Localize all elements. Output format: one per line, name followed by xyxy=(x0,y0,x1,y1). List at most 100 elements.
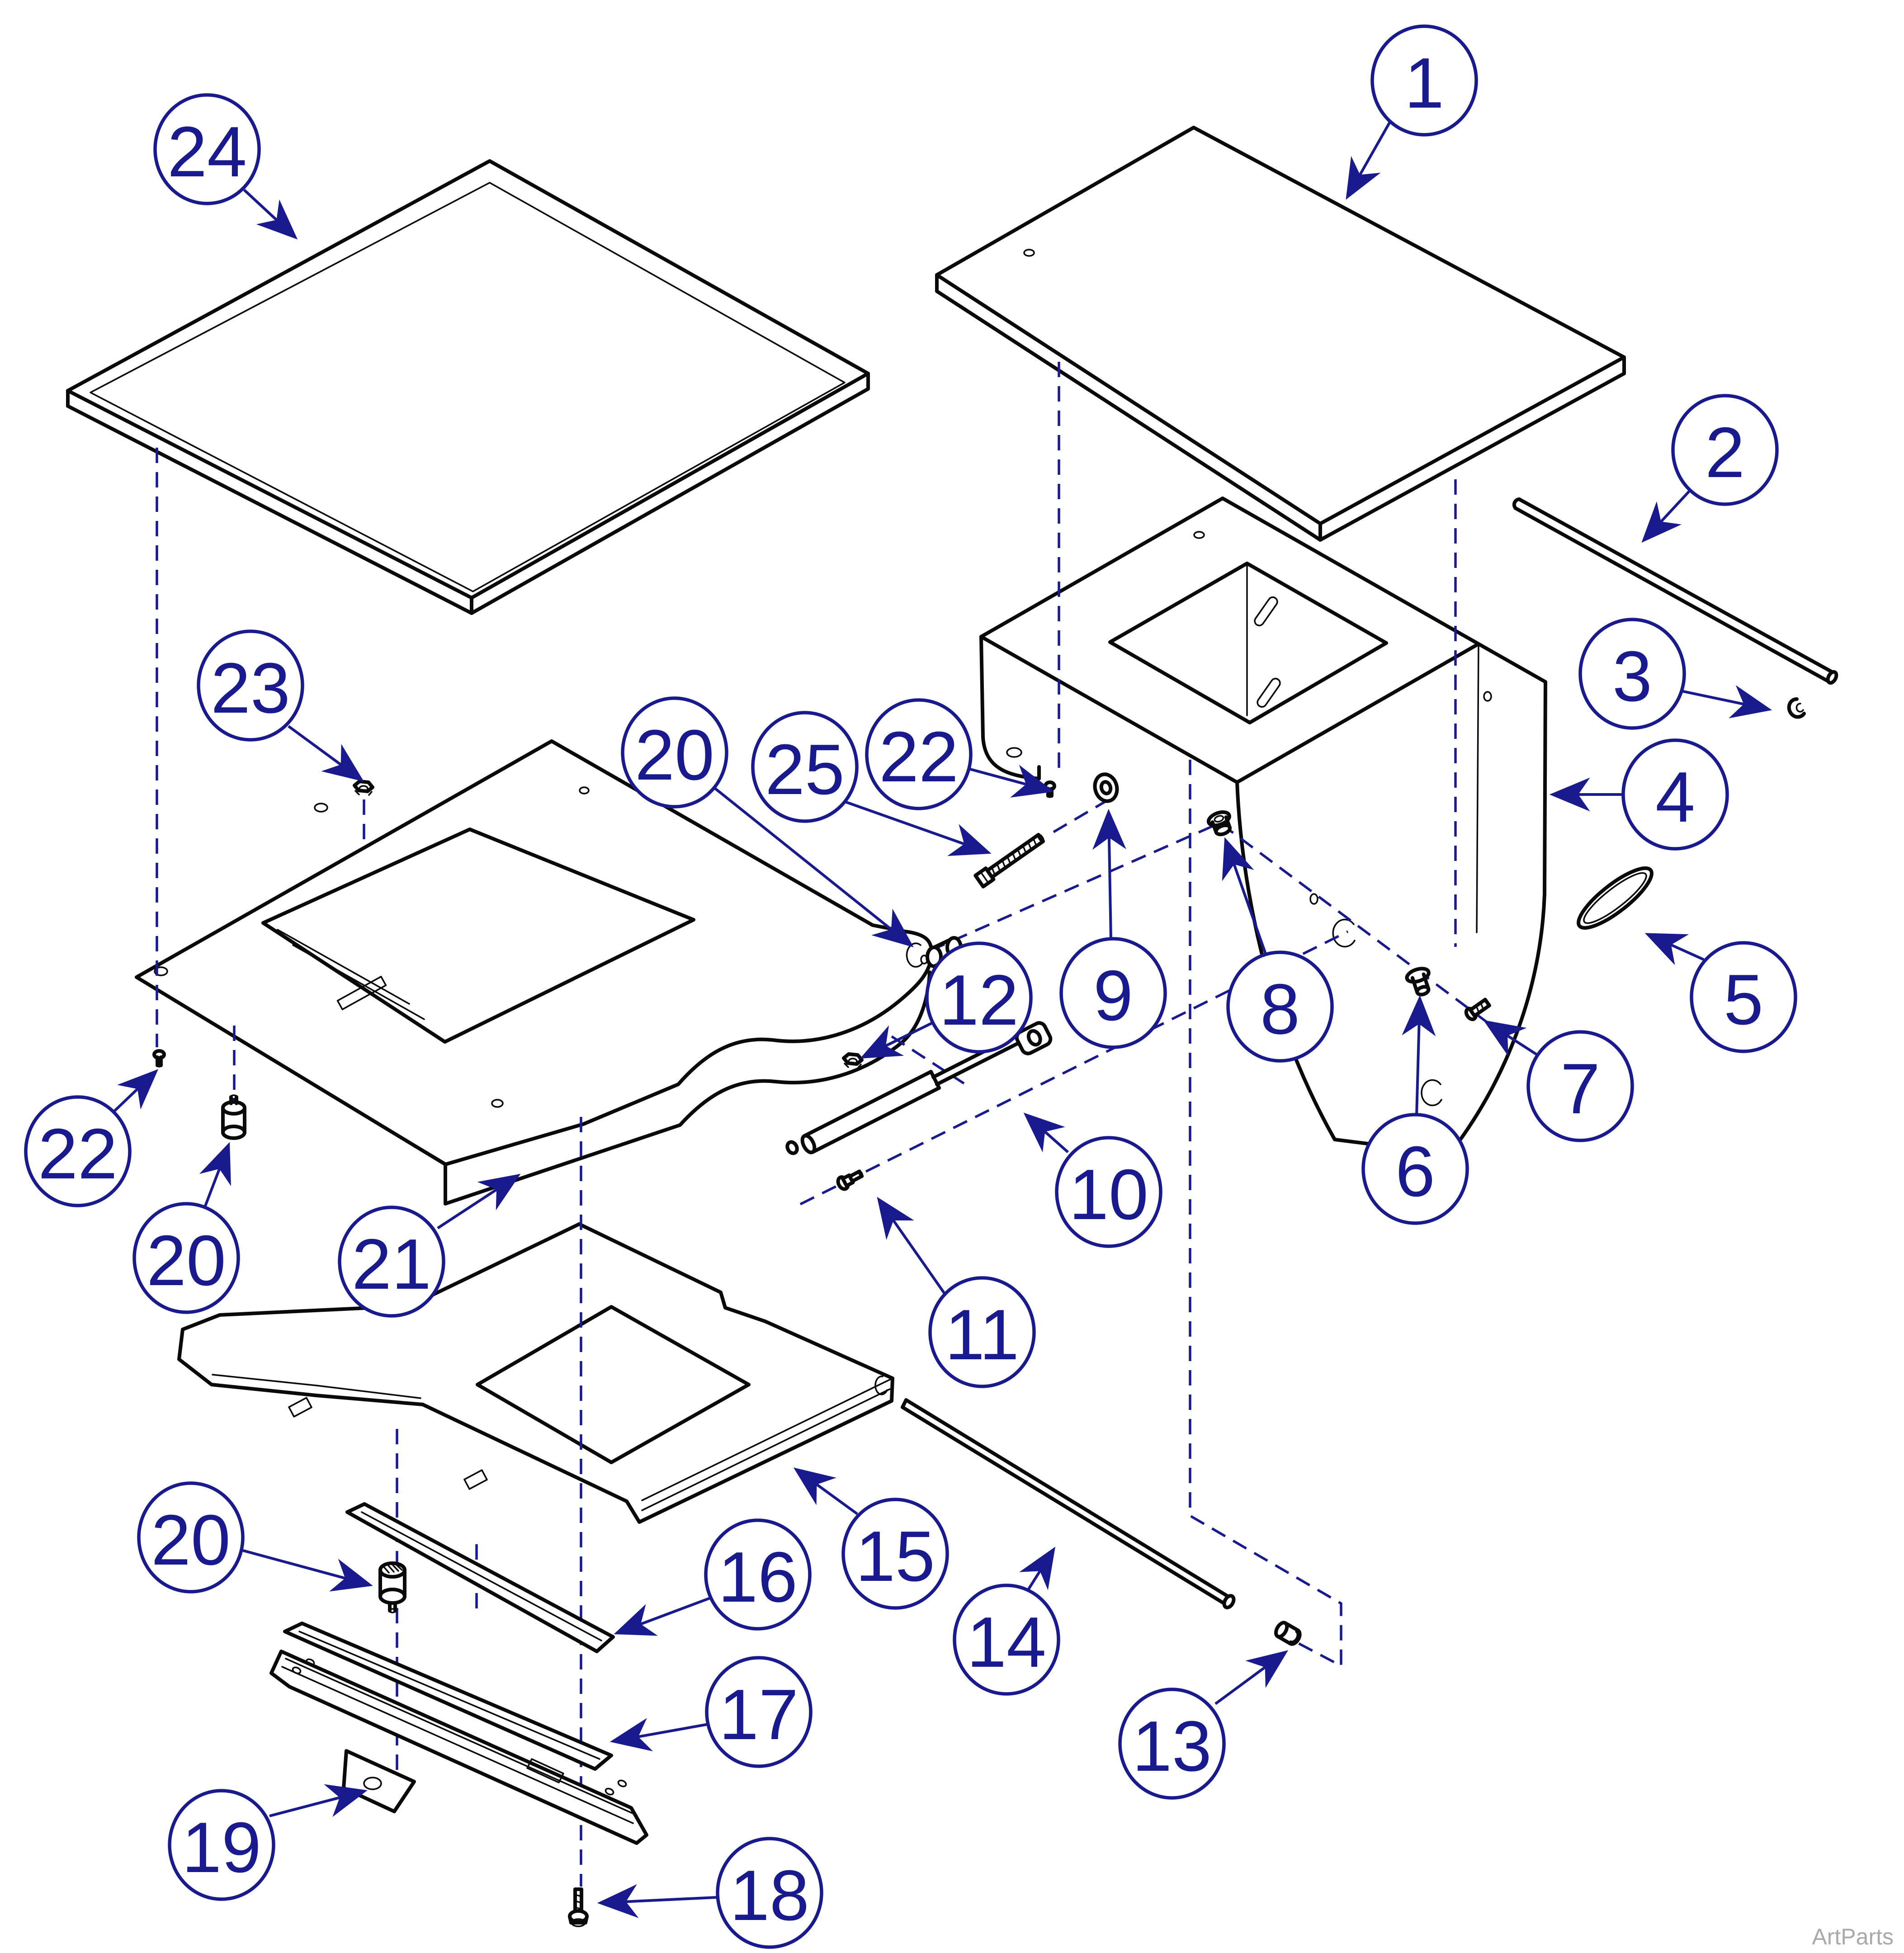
callout-12: 12 xyxy=(860,941,1033,1059)
callout-number: 22 xyxy=(38,1114,118,1194)
callout-21: 21 xyxy=(338,1173,521,1318)
callout-bubble xyxy=(338,1206,445,1318)
callout-number: 2 xyxy=(1705,413,1745,492)
callout-number: 24 xyxy=(167,112,247,192)
callout-bubble xyxy=(1361,1113,1469,1225)
part-2-pivot-rod xyxy=(1512,497,1838,685)
callout-bubble xyxy=(716,1837,823,1949)
callout-11: 11 xyxy=(877,1196,1036,1388)
part-24-table-panel xyxy=(66,159,870,615)
callout-leader-arrow xyxy=(113,1069,159,1113)
callout-number: 16 xyxy=(718,1537,798,1617)
callout-leader-arrow xyxy=(1019,1546,1055,1594)
callout-leader-arrow xyxy=(1092,809,1126,940)
callout-22b: 22 xyxy=(865,698,1054,810)
callout-leader-arrow xyxy=(243,189,298,240)
callout-number: 11 xyxy=(945,1295,1019,1375)
callout-leader-arrow xyxy=(1644,933,1705,965)
callout-leader-arrow xyxy=(199,1142,231,1209)
callout-4: 4 xyxy=(1549,738,1729,851)
callout-number: 9 xyxy=(1093,956,1133,1036)
callout-23: 23 xyxy=(197,629,364,782)
callout-leader-arrow xyxy=(437,1173,521,1229)
callout-bubble xyxy=(1621,738,1729,851)
part-8-grommet xyxy=(1206,810,1232,837)
callout-bubble xyxy=(137,1481,245,1594)
callout-2: 2 xyxy=(1641,394,1779,543)
part-19-slide-rail xyxy=(269,1650,648,1845)
callout-leader-arrow xyxy=(860,1021,933,1059)
part-20-bumper-left xyxy=(221,1094,246,1140)
callout-number: 18 xyxy=(730,1856,809,1935)
callout-bubble xyxy=(24,1095,132,1207)
part-5-end-cap xyxy=(1577,866,1654,930)
callout-20c: 20 xyxy=(137,1481,373,1594)
part-11-shoulder-screw xyxy=(836,1169,864,1191)
callout-leader-arrow xyxy=(288,725,364,782)
part-21-tilt-frame xyxy=(135,739,934,1206)
callout-number: 14 xyxy=(967,1603,1046,1682)
callout-bubble xyxy=(168,1789,275,1901)
watermark: ArtParts xyxy=(1812,1924,1894,1949)
callout-number: 8 xyxy=(1260,969,1300,1049)
callout-leader-arrow xyxy=(609,1718,711,1752)
callout-18: 18 xyxy=(597,1837,823,1949)
part-9-washer xyxy=(1093,772,1119,803)
callout-bubble xyxy=(1370,24,1478,137)
part-20-bumper-low xyxy=(378,1561,406,1613)
callout-bubble xyxy=(1118,1688,1226,1800)
callout-number: 17 xyxy=(719,1675,798,1754)
callout-number: 20 xyxy=(151,1500,231,1580)
callout-number: 5 xyxy=(1724,960,1763,1040)
callout-8: 8 xyxy=(1222,837,1334,1063)
callout-number: 22 xyxy=(879,717,959,797)
part-14-pivot-rod xyxy=(901,1398,1236,1609)
part-23-nut xyxy=(353,780,374,796)
callout-bubble xyxy=(705,1656,813,1768)
callout-3: 3 xyxy=(1578,618,1772,730)
callout-leader-arrow xyxy=(1641,488,1692,543)
callout-leader-arrow xyxy=(1214,1650,1289,1705)
callout-number: 19 xyxy=(182,1808,261,1887)
callout-number: 7 xyxy=(1560,1049,1600,1129)
callout-bubble xyxy=(865,698,973,810)
callout-number: 13 xyxy=(1132,1707,1212,1786)
callout-number: 6 xyxy=(1395,1132,1435,1211)
callout-bubble xyxy=(132,1202,240,1314)
callout-13: 13 xyxy=(1118,1650,1289,1800)
callout-leader-arrow xyxy=(269,1784,368,1817)
callout-bubble xyxy=(1059,937,1167,1049)
callout-9: 9 xyxy=(1059,809,1167,1049)
callout-19: 19 xyxy=(168,1784,368,1901)
callout-leader-arrow xyxy=(1681,685,1772,719)
callout-bubble xyxy=(1671,394,1779,506)
callout-number: 20 xyxy=(635,715,714,795)
callout-layer: 1234567891011121314151617181920202021222… xyxy=(24,24,1797,1949)
callout-17: 17 xyxy=(609,1656,813,1768)
callout-number: 25 xyxy=(765,730,845,809)
callout-bubble xyxy=(1578,618,1686,730)
callout-leader-arrow xyxy=(1346,120,1392,200)
callout-leader-arrow xyxy=(793,1467,858,1515)
callout-7: 7 xyxy=(1483,1020,1634,1142)
part-16-slide-strip xyxy=(345,1502,615,1653)
callout-leader-arrow xyxy=(968,765,1054,798)
callout-leader-arrow xyxy=(1023,1112,1069,1154)
callout-leader-arrow xyxy=(1483,1020,1542,1059)
part-25-bolt xyxy=(973,832,1045,889)
callout-10: 10 xyxy=(1023,1112,1162,1248)
callout-number: 10 xyxy=(1069,1155,1148,1234)
callout-22a: 22 xyxy=(24,1069,159,1207)
callout-20b: 20 xyxy=(621,696,914,948)
callout-bubble xyxy=(928,1276,1036,1388)
part-22-screw-left xyxy=(152,1049,166,1068)
callout-bubble xyxy=(1226,950,1334,1063)
callout-bubble xyxy=(925,941,1033,1054)
callout-24: 24 xyxy=(153,93,298,240)
part-3-retaining-clip xyxy=(1787,697,1806,719)
callout-leader-arrow xyxy=(1222,837,1267,955)
callout-number: 1 xyxy=(1404,43,1444,123)
callout-leader-arrow xyxy=(1402,995,1436,1116)
part-18-screw xyxy=(568,1887,589,1927)
